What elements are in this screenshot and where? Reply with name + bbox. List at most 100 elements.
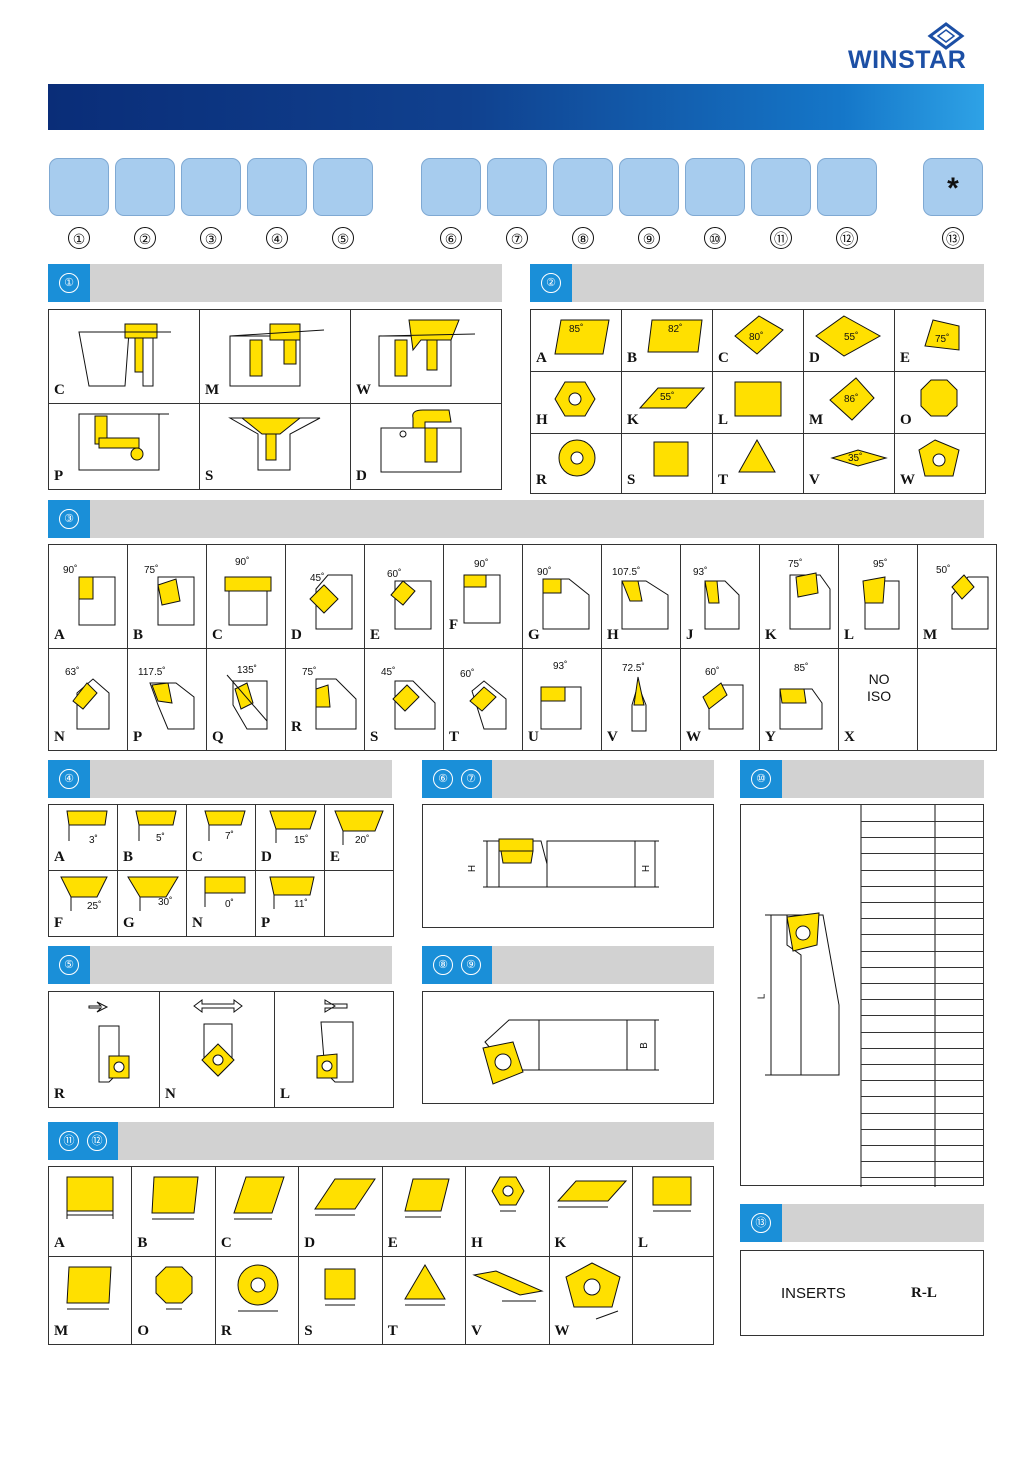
hand-l: L	[274, 991, 394, 1108]
length-table-row	[861, 950, 983, 952]
length-table-row	[861, 1145, 983, 1146]
section-3-header: ③	[48, 500, 984, 538]
clamping-system-table: C M W P S D	[48, 309, 502, 490]
code-box-13: *	[923, 158, 983, 216]
insert-shape-l: L	[712, 371, 804, 434]
code-number-1: ①	[68, 227, 90, 249]
holder-style-w: 60˚W	[680, 648, 760, 751]
tool-length-panel: L	[740, 804, 984, 1187]
edge-h: H	[465, 1166, 550, 1257]
section-5-header: ⑤	[48, 946, 392, 984]
code-number-8: ⑧	[572, 227, 594, 249]
section-badge: ①	[48, 264, 90, 302]
holder-style-empty	[917, 648, 997, 751]
holder-style-a: 90˚A	[48, 544, 128, 649]
clearance-empty	[324, 870, 394, 937]
insert-shape-k: 55˚K	[621, 371, 713, 434]
edge-c: C	[214, 1166, 300, 1257]
clamp-cell-p: P	[48, 403, 200, 490]
holder-style-f: 90˚F	[443, 544, 523, 649]
insert-shape-s: S	[621, 433, 713, 494]
insert-shape-t: T	[712, 433, 804, 494]
section-13-header: ⑬	[740, 1204, 984, 1242]
code-box-8	[553, 158, 613, 216]
length-table-row	[861, 918, 983, 920]
edge-s: S	[298, 1256, 383, 1345]
shank-width-diagram: B	[422, 991, 714, 1104]
code-box-2	[115, 158, 175, 216]
edge-o: O	[131, 1256, 216, 1345]
holder-style-b: 75˚B	[127, 544, 207, 649]
clearance-angle-table: 3˚A 5˚B 7˚C 15˚D 20˚E 25˚F 30˚G 0˚N 11˚P	[48, 804, 394, 937]
holder-style-h: 107.5˚H	[601, 544, 681, 649]
holder-style-r: 75˚R	[285, 648, 365, 751]
code-number-4: ④	[266, 227, 288, 249]
section-10-header: ⑩	[740, 760, 984, 798]
insert-shape-b: 82˚B	[621, 309, 713, 372]
holder-style-j: 93˚J	[680, 544, 760, 649]
clearance-f: 25˚F	[48, 870, 118, 937]
length-table-row	[861, 1064, 983, 1065]
clamp-cell-d: D	[350, 403, 502, 490]
length-table-row	[861, 1112, 983, 1114]
edge-v: V	[465, 1256, 550, 1345]
length-table-row	[861, 821, 983, 822]
insert-shape-c: 80˚C	[712, 309, 804, 372]
edge-a: A	[47, 1166, 133, 1257]
edge-r: R	[214, 1256, 300, 1345]
holder-style-k: 75˚K	[759, 544, 839, 649]
length-table-row	[861, 869, 983, 871]
code-box-5	[313, 158, 373, 216]
edge-k: K	[548, 1166, 634, 1257]
clamp-cell-c: C	[48, 309, 200, 404]
edge-d: D	[298, 1166, 383, 1257]
hand-of-tool-table: R N L	[48, 991, 394, 1108]
code-number-5: ⑤	[332, 227, 354, 249]
code-number-7: ⑦	[506, 227, 528, 249]
length-table-row	[861, 1015, 983, 1017]
inserts-panel: INSERTS R-L	[740, 1250, 984, 1336]
code-box-3	[181, 158, 241, 216]
edge-empty	[632, 1256, 714, 1345]
length-table-row	[861, 966, 983, 968]
edge-t: T	[381, 1256, 467, 1345]
edge-b: B	[131, 1166, 216, 1257]
section-badge: ⑬	[740, 1204, 782, 1242]
code-box-7	[487, 158, 547, 216]
clearance-e: 20˚E	[324, 804, 394, 871]
clamp-cell-w: W	[350, 309, 502, 404]
holder-style-s: 45˚S	[364, 648, 444, 751]
dim-h-left: H	[467, 864, 479, 873]
length-table-row	[861, 885, 983, 887]
insert-shape-h: H	[530, 371, 622, 434]
dim-l: L	[756, 993, 768, 1000]
code-number-10: ⑩	[704, 227, 726, 249]
code-number-12: ⑫	[836, 227, 858, 249]
logo-text: WINSTAR	[848, 46, 967, 74]
insert-shape-table: 85˚A 82˚B 80˚C 55˚D 75˚E H 55˚K L 86˚M O…	[530, 309, 986, 494]
hand-n: N	[159, 991, 275, 1108]
clearance-n: 0˚N	[186, 870, 256, 937]
holder-style-n: 63˚N	[48, 648, 128, 751]
length-table-row	[861, 837, 983, 839]
code-number-3: ③	[200, 227, 222, 249]
insert-shape-d: 55˚D	[803, 309, 895, 372]
clamp-cell-m: M	[199, 309, 351, 404]
length-table-row	[861, 1080, 983, 1082]
section-badge: ⑤	[48, 946, 90, 984]
code-number-6: ⑥	[440, 227, 462, 249]
holder-style-m: 50˚M	[917, 544, 997, 649]
holder-style-q: 135˚Q	[206, 648, 286, 751]
holder-style-d: 45˚D	[285, 544, 365, 649]
code-number-11: ⑪	[770, 227, 792, 249]
holder-style-y: 85˚Y	[759, 648, 839, 751]
code-box-11	[751, 158, 811, 216]
length-table-row	[861, 1177, 983, 1179]
insert-shape-a: 85˚A	[530, 309, 622, 372]
